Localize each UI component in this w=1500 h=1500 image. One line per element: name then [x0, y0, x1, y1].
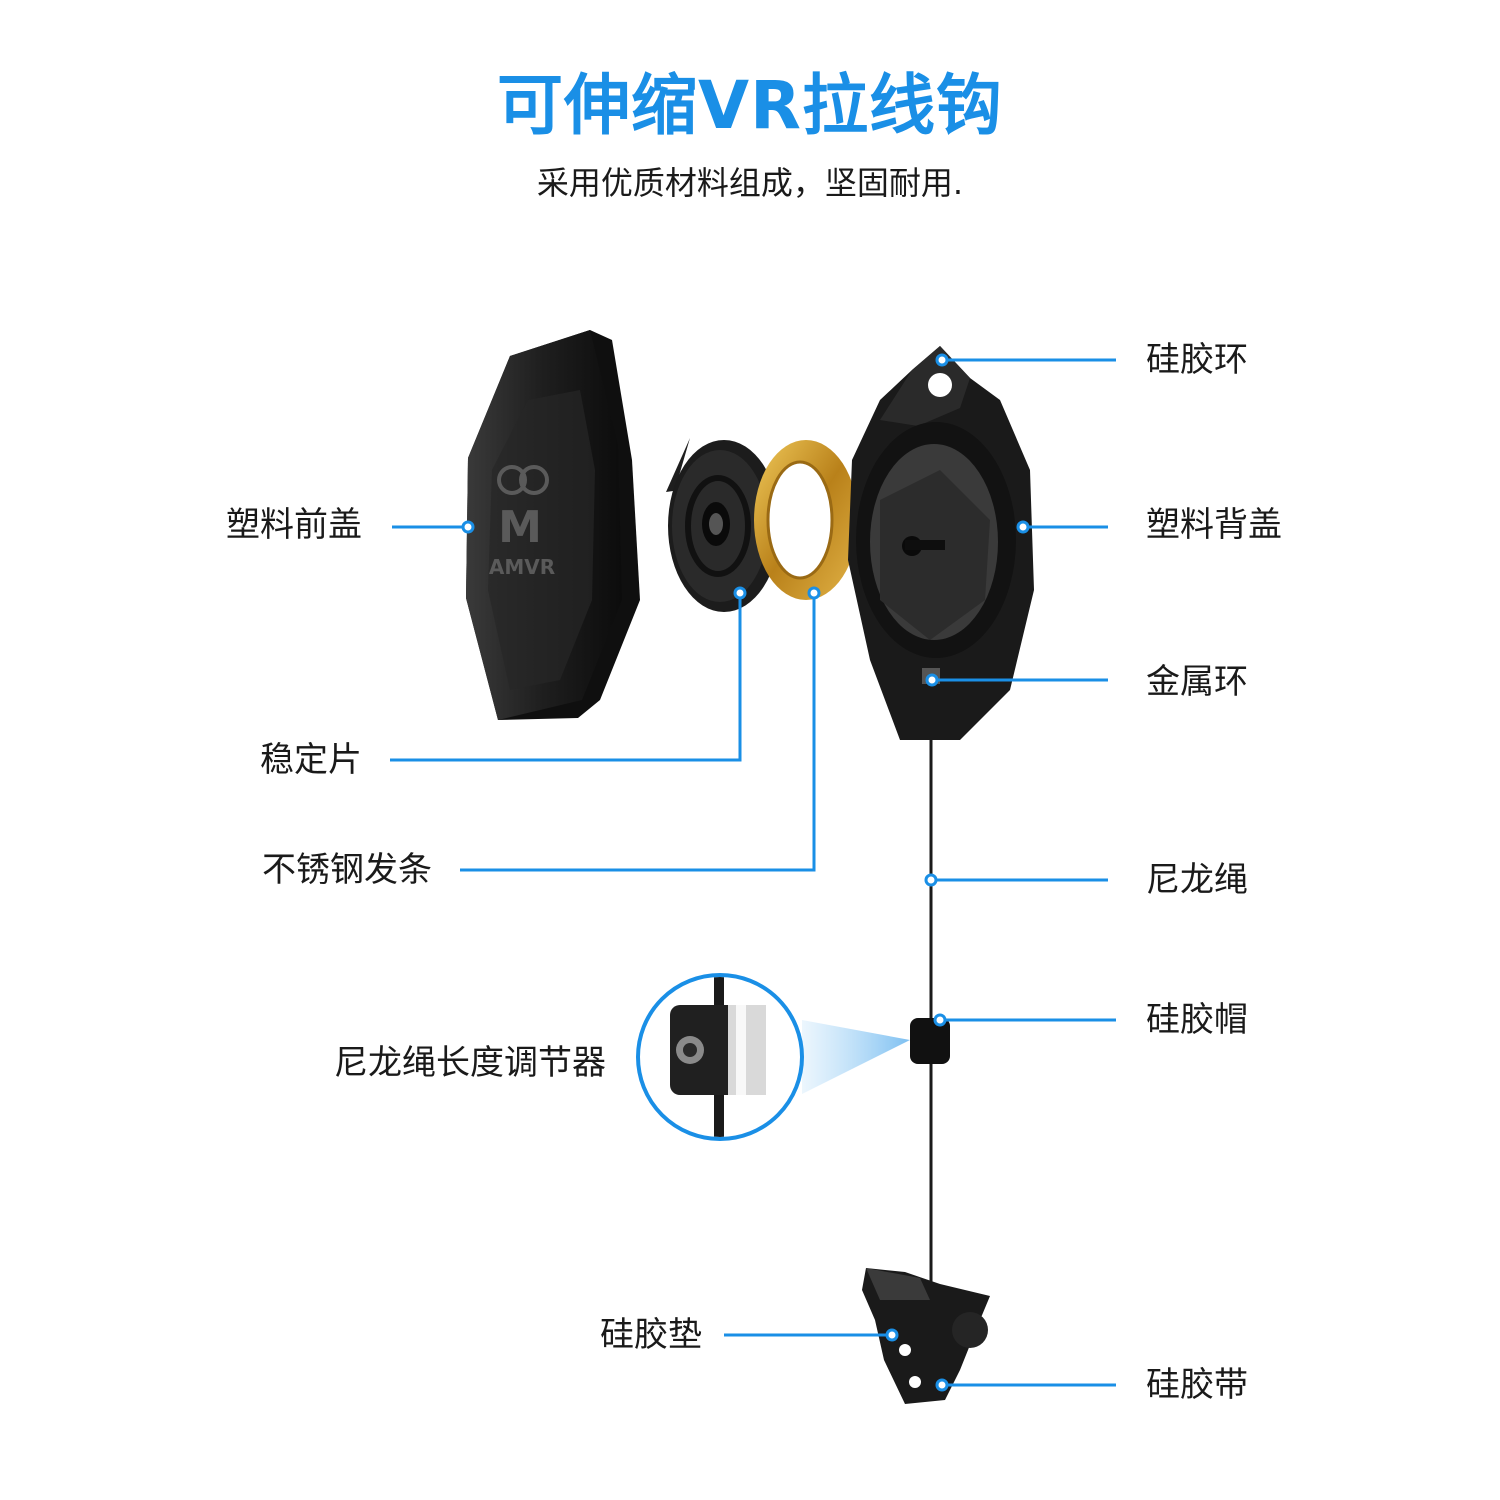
label-plastic-front-cover: 塑料前盖 [226, 505, 362, 545]
leader-lines [390, 358, 1116, 1387]
stainless-spring-ring [754, 440, 858, 600]
logo-mark: M [498, 502, 542, 553]
label-stainless-spring: 不锈钢发条 [262, 850, 432, 890]
plastic-back-cover [848, 346, 1034, 740]
label-metal-ring: 金属环 [1146, 662, 1248, 702]
logo-brand: AMVR [489, 555, 555, 579]
amvr-logo: M AMVR [489, 465, 555, 579]
length-adjuster-zoom [636, 973, 804, 1141]
page-subtitle: 采用优质材料组成，坚固耐用. [536, 164, 964, 202]
label-stabilizer: 稳定片 [260, 740, 362, 780]
plastic-front-cover: M AMVR [466, 330, 640, 720]
label-nylon-rope: 尼龙绳 [1146, 860, 1248, 900]
leader-dots [461, 353, 1030, 1392]
label-length-adjuster: 尼龙绳长度调节器 [334, 1043, 606, 1083]
label-silicone-pad: 硅胶垫 [600, 1315, 702, 1355]
zoom-callout-cone [802, 1020, 910, 1094]
label-silicone-ring: 硅胶环 [1146, 340, 1248, 380]
label-silicone-cap: 硅胶帽 [1146, 1000, 1248, 1040]
page-title: 可伸缩VR拉线钩 [497, 67, 1003, 144]
stabilizer-disc [666, 438, 780, 612]
silicone-clip [862, 1268, 990, 1404]
label-silicone-strap: 硅胶带 [1146, 1365, 1248, 1405]
silicone-cap-part [910, 1018, 950, 1064]
label-plastic-back-cover: 塑料背盖 [1146, 505, 1282, 545]
